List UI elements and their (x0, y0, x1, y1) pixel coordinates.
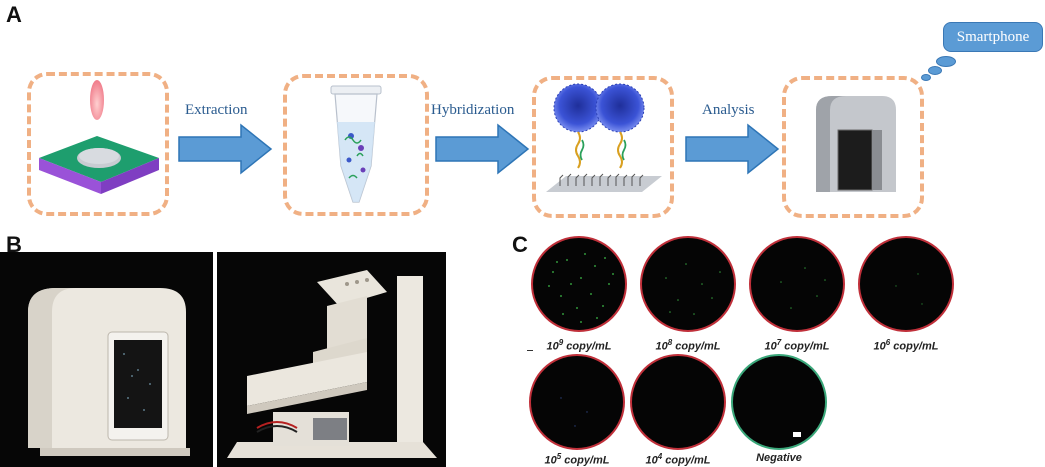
hybridization-label: Hybridization (431, 102, 515, 118)
fluorescence-image-negative (731, 354, 827, 450)
concentration-label-1e5: 105 copy/mL (544, 452, 610, 467)
analysis-arrow (685, 123, 780, 175)
fluorescence-image-1e7 (749, 236, 845, 332)
hybridization-arrow (435, 123, 530, 175)
tube-illustration (330, 85, 382, 203)
concentration-label-1e4: 104 copy/mL (645, 452, 711, 467)
device-photo-open (217, 252, 446, 467)
extraction-arrow (178, 123, 273, 175)
thought-dot-large (936, 56, 956, 67)
concentration-label-1e6: 106 copy/mL (873, 338, 939, 353)
chip-illustration (39, 80, 159, 194)
panel-label-c: C (512, 232, 528, 257)
scale-bar-mark (527, 350, 533, 351)
concentration-label-negative: Negative (756, 452, 802, 464)
thought-dot-medium (928, 66, 942, 75)
analysis-label: Analysis (702, 102, 755, 118)
fluorescence-image-1e4 (630, 354, 726, 450)
concentration-label-1e7: 107 copy/mL (764, 338, 830, 353)
thought-dot-small (921, 74, 931, 81)
device-illustration (816, 96, 896, 192)
concentration-label-1e9: 109 copy/mL (546, 338, 612, 353)
smartphone-bubble: Smartphone (943, 22, 1043, 52)
fluorescence-image-1e8 (640, 236, 736, 332)
step-tube-box (283, 74, 429, 216)
step-chip-box (27, 72, 169, 216)
device-photo-closed (0, 252, 213, 467)
scale-bar (793, 432, 801, 437)
panel-label-b: B (6, 232, 22, 257)
panel-label-a: A (6, 2, 22, 27)
fluorescence-image-1e5 (529, 354, 625, 450)
concentration-label-1e8: 108 copy/mL (655, 338, 721, 353)
nanoparticle-illustration (546, 83, 662, 192)
fluorescence-image-1e9 (531, 236, 627, 332)
step-device-box (782, 76, 924, 218)
fluorescence-image-1e6 (858, 236, 954, 332)
step-hybridization-box (532, 76, 674, 218)
extraction-label: Extraction (185, 102, 248, 118)
